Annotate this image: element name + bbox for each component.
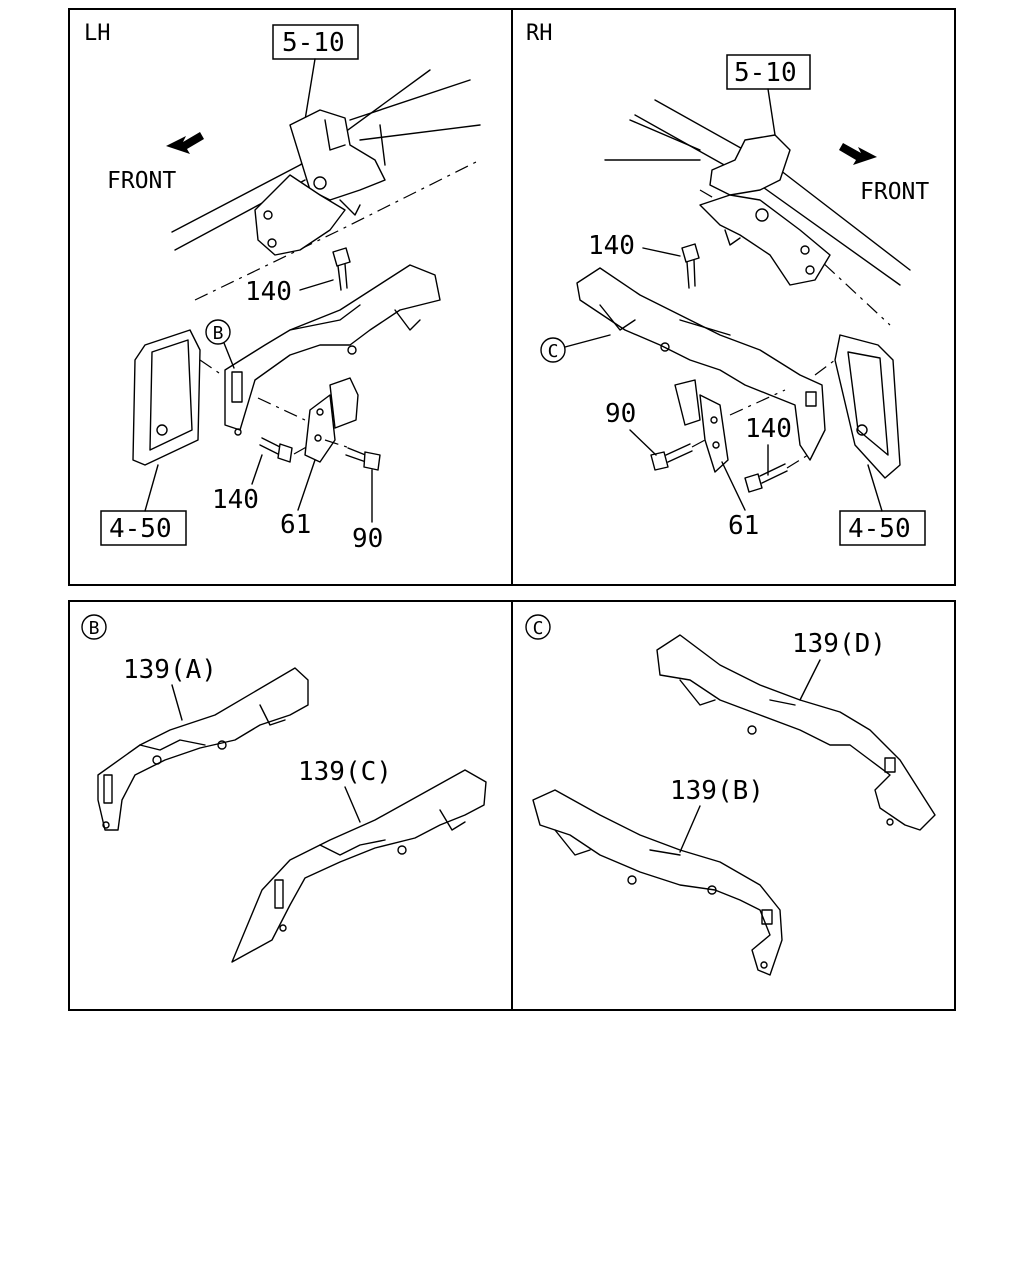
part-139c[interactable]: 139(C)	[298, 757, 392, 787]
lh-bracket-61	[257, 377, 359, 463]
rh-callout-c-label: C	[548, 341, 559, 362]
rh-ref-top-label: 5-10	[734, 58, 797, 88]
rh-leader-61	[721, 461, 746, 511]
lh-ref-top-box[interactable]	[272, 24, 359, 60]
rh-bolt-140-top	[681, 243, 700, 289]
detail-c-marker: C	[533, 618, 544, 639]
rh-mount-bracket	[699, 134, 831, 286]
cover-139d	[656, 634, 936, 831]
rh-callout-c-icon[interactable]	[540, 337, 566, 363]
lh-part-61[interactable]: 61	[280, 510, 311, 540]
rh-bolt-90	[650, 439, 706, 471]
rh-callout-c-leader	[564, 334, 611, 348]
lh-ref-top-leader	[304, 58, 316, 121]
detail-c-panel: C 139(D) 139(B)	[525, 614, 936, 976]
rh-leader-140-a	[642, 247, 681, 257]
cover-139a	[97, 667, 309, 831]
rh-splash-guard	[814, 334, 901, 479]
lh-ref-bottom-box[interactable]	[100, 510, 187, 546]
lh-leader-61	[297, 459, 316, 511]
lh-ref-bottom-leader	[144, 464, 159, 512]
rh-part-140-b[interactable]: 140	[745, 414, 792, 444]
rh-side-label: RH	[526, 21, 553, 46]
cover-139b	[532, 789, 783, 976]
rh-panel: RH FRONT 5-10 140	[526, 21, 929, 546]
lh-part-140-a[interactable]: 140	[245, 277, 292, 307]
lh-side-label: LH	[84, 21, 111, 46]
part-139d[interactable]: 139(D)	[792, 629, 886, 659]
lh-callout-b-label: B	[213, 323, 224, 344]
rh-bolt-140-lower	[744, 454, 809, 493]
leader-139d	[799, 659, 821, 701]
rh-ref-top-box[interactable]	[726, 54, 811, 90]
lh-frame-rail	[171, 69, 481, 301]
lh-front-label: FRONT	[107, 168, 176, 194]
rh-cover-assembly	[576, 267, 826, 461]
lh-splash-guard	[132, 329, 223, 466]
lh-bolt-140-lower	[259, 437, 311, 463]
detail-b-marker-icon	[81, 614, 107, 640]
leader-139c	[344, 786, 361, 823]
detail-b-marker: B	[89, 618, 100, 639]
lh-ref-bottom-label: 4-50	[109, 514, 172, 544]
rh-part-90[interactable]: 90	[605, 399, 636, 429]
front-arrow-icon	[839, 143, 877, 165]
lh-panel: LH FRONT 5-10	[84, 21, 481, 554]
leader-139a	[171, 684, 183, 721]
rh-bracket-61	[674, 379, 786, 473]
lh-cover-assembly	[224, 264, 441, 436]
lh-part-140-b[interactable]: 140	[212, 485, 259, 515]
rh-ref-bottom-leader	[867, 464, 883, 512]
rh-ref-bottom-label: 4-50	[848, 514, 911, 544]
front-arrow-icon	[166, 132, 204, 154]
leader-139b	[679, 805, 701, 853]
rh-front-label: FRONT	[860, 179, 929, 205]
lh-bolt-90	[324, 439, 381, 471]
lh-leader-140-b	[251, 454, 263, 485]
detail-b-panel: B 139(A) 139(C)	[81, 614, 487, 963]
lh-callout-b-icon[interactable]	[205, 319, 231, 345]
cover-139c	[231, 769, 487, 963]
lh-bolt-140-top	[332, 247, 351, 291]
detail-c-marker-icon	[525, 614, 551, 640]
lh-leader-140-a	[299, 279, 334, 291]
part-139a[interactable]: 139(A)	[123, 655, 217, 685]
rh-leader-90	[629, 429, 657, 456]
rh-part-140-a[interactable]: 140	[588, 231, 635, 261]
lh-ref-top-label: 5-10	[282, 28, 345, 58]
rh-part-61[interactable]: 61	[728, 511, 759, 541]
lh-part-90[interactable]: 90	[352, 524, 383, 554]
part-139b[interactable]: 139(B)	[670, 776, 764, 806]
lh-mount-bracket	[254, 109, 386, 256]
lh-callout-b-leader	[223, 342, 235, 369]
